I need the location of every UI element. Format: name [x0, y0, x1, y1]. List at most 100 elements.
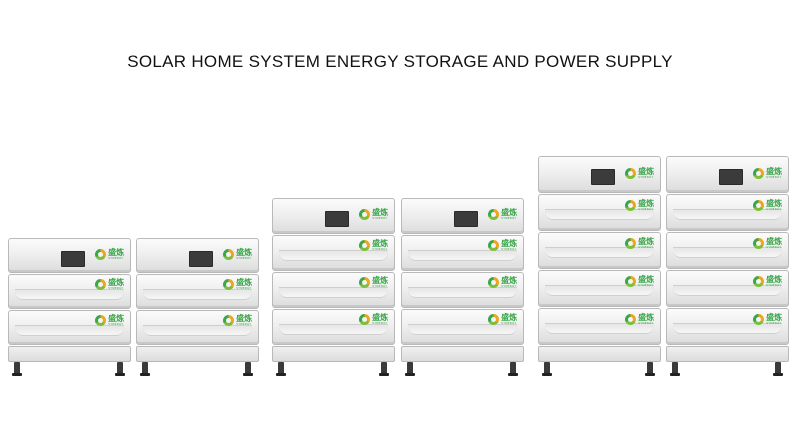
caster-wheel-icon: [405, 362, 415, 376]
module-handle-lip: [143, 288, 252, 300]
brand-mark-icon: [753, 237, 765, 249]
brand-name-cn: 盛炼: [372, 239, 389, 249]
tower-base: [401, 346, 524, 362]
brand-name-cn: 盛炼: [766, 312, 783, 322]
brand-name-cn: 盛炼: [766, 198, 783, 208]
brand-name-cn: 盛炼: [108, 278, 125, 288]
brand-name-en: SYNERGY: [766, 282, 782, 287]
brand-name-en: SYNERGY: [108, 256, 124, 261]
brand-name-cn: 盛炼: [372, 276, 389, 286]
caster-wheel-icon: [542, 362, 552, 376]
brand-name-cn: 盛炼: [108, 314, 125, 324]
caster-wheel-icon: [115, 362, 125, 376]
brand-name-cn: 盛炼: [108, 248, 125, 258]
brand-name-en: SYNERGY: [236, 322, 252, 327]
brand-name-en: SYNERGY: [501, 284, 517, 289]
brand-mark-icon: [625, 199, 637, 211]
brand-name-cn: 盛炼: [501, 313, 518, 323]
brand-mark-icon: [359, 277, 371, 289]
brand-mark-icon: [625, 237, 637, 249]
brand-name-cn: 盛炼: [766, 166, 783, 176]
brand-mark-icon: [223, 249, 235, 261]
brand-mark-icon: [488, 277, 500, 289]
display-screen-icon: [188, 250, 213, 267]
brand-name-cn: 盛炼: [638, 166, 655, 176]
module-handle-lip: [545, 247, 654, 259]
module-handle-lip: [15, 324, 124, 336]
module-handle-lip: [408, 287, 517, 299]
brand-mark-icon: [753, 313, 765, 325]
brand-name-cn: 盛炼: [766, 236, 783, 246]
brand-mark-icon: [223, 315, 235, 327]
brand-name-en: SYNERGY: [372, 321, 388, 326]
brand-name-en: SYNERGY: [766, 244, 782, 249]
brand-name-en: SYNERGY: [501, 216, 517, 221]
caster-wheel-icon: [276, 362, 286, 376]
brand-name-cn: 盛炼: [501, 239, 518, 249]
brand-name-en: SYNERGY: [638, 244, 654, 249]
brand-mark-icon: [753, 275, 765, 287]
module-handle-lip: [673, 247, 782, 259]
brand-name-cn: 盛炼: [501, 208, 518, 218]
brand-name-en: SYNERGY: [638, 206, 654, 211]
brand-mark-icon: [488, 314, 500, 326]
tower-base: [666, 346, 789, 362]
caster-wheel-icon: [645, 362, 655, 376]
brand-name-en: SYNERGY: [372, 216, 388, 221]
caster-wheel-icon: [243, 362, 253, 376]
brand-name-cn: 盛炼: [236, 278, 253, 288]
module-handle-lip: [545, 323, 654, 335]
display-screen-icon: [324, 210, 349, 227]
brand-mark-icon: [359, 314, 371, 326]
display-screen-icon: [60, 250, 85, 267]
brand-mark-icon: [359, 209, 371, 221]
brand-name-cn: 盛炼: [372, 208, 389, 218]
brand-mark-icon: [359, 240, 371, 252]
module-handle-lip: [279, 324, 388, 336]
brand-name-cn: 盛炼: [638, 312, 655, 322]
brand-name-cn: 盛炼: [236, 248, 253, 258]
module-handle-lip: [279, 250, 388, 262]
caster-wheel-icon: [379, 362, 389, 376]
brand-mark-icon: [95, 315, 107, 327]
brand-name-en: SYNERGY: [236, 286, 252, 291]
caster-wheel-icon: [508, 362, 518, 376]
brand-mark-icon: [625, 167, 637, 179]
display-screen-icon: [718, 169, 743, 186]
caster-wheel-icon: [773, 362, 783, 376]
module-handle-lip: [545, 285, 654, 297]
module-handle-lip: [545, 209, 654, 221]
brand-name-cn: 盛炼: [638, 198, 655, 208]
brand-name-cn: 盛炼: [236, 314, 253, 324]
